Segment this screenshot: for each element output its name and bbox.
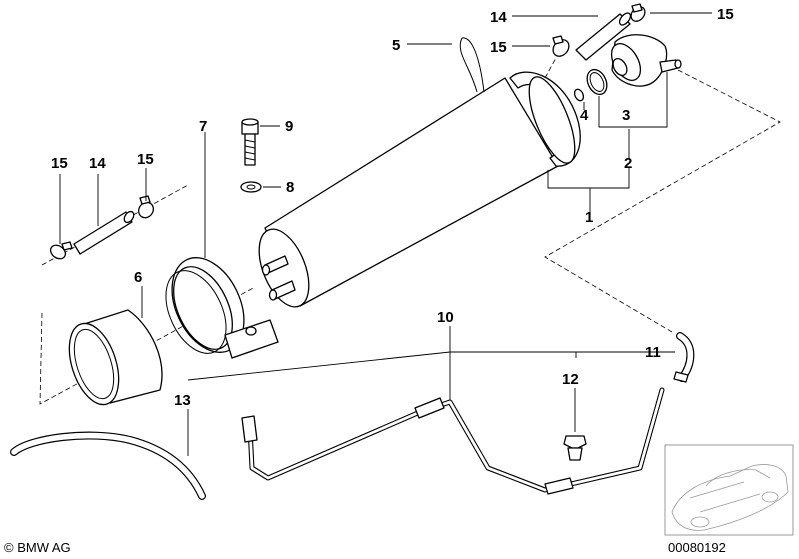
callout-15-left-right: 15 bbox=[137, 151, 154, 168]
callout-12: 12 bbox=[562, 371, 579, 388]
callout-4: 4 bbox=[580, 107, 589, 124]
filter-outlet-nipples bbox=[261, 255, 296, 301]
callout-14-top: 14 bbox=[490, 9, 507, 26]
hose-long[interactable] bbox=[10, 431, 206, 500]
bolt[interactable] bbox=[241, 118, 259, 166]
callout-13: 13 bbox=[174, 392, 191, 409]
hose-right[interactable] bbox=[673, 332, 695, 383]
mounting-bracket[interactable] bbox=[154, 246, 279, 364]
callout-10: 10 bbox=[437, 309, 454, 326]
o-ring[interactable] bbox=[583, 66, 610, 97]
callout-7: 7 bbox=[199, 118, 207, 135]
callout-9: 9 bbox=[285, 118, 293, 135]
leader-lines bbox=[59, 12, 712, 456]
rubber-sleeve[interactable] bbox=[60, 309, 163, 411]
retaining-clip[interactable] bbox=[459, 37, 485, 93]
diagram-number: 00080192 bbox=[668, 540, 726, 555]
callout-11: 11 bbox=[645, 344, 661, 361]
callout-6: 6 bbox=[134, 269, 142, 286]
car-location-thumbnail-icon bbox=[664, 444, 794, 536]
callout-14-left: 14 bbox=[89, 155, 106, 172]
washer[interactable] bbox=[573, 88, 585, 102]
fuel-filter[interactable] bbox=[249, 71, 584, 314]
callout-2: 2 bbox=[624, 155, 632, 172]
copyright: © BMW AG bbox=[4, 540, 71, 555]
callout-5: 5 bbox=[392, 37, 400, 54]
pressure-regulator[interactable] bbox=[606, 34, 682, 87]
callout-1: 1 bbox=[585, 209, 593, 226]
callout-8: 8 bbox=[286, 179, 294, 196]
hose-clamp-top-right[interactable] bbox=[628, 3, 647, 24]
fuel-line[interactable] bbox=[241, 387, 665, 495]
callout-3: 3 bbox=[622, 107, 630, 124]
lock-washer[interactable] bbox=[240, 181, 262, 193]
hose-clamp-left-top[interactable] bbox=[136, 195, 157, 221]
hose-left[interactable] bbox=[73, 210, 136, 255]
pipe-holder-clip[interactable] bbox=[563, 435, 587, 461]
hose-clamp-left-bottom[interactable] bbox=[48, 241, 73, 262]
hose-clamp-top-left[interactable] bbox=[550, 35, 572, 59]
callout-numbers: 1 2 3 4 5 6 7 8 9 10 11 12 13 14 14 15 1… bbox=[51, 6, 734, 409]
callout-15-left: 15 bbox=[51, 155, 68, 172]
hose-top[interactable] bbox=[575, 11, 633, 61]
callout-15-top-right: 15 bbox=[717, 6, 734, 23]
callout-15-top-left: 15 bbox=[490, 39, 507, 56]
